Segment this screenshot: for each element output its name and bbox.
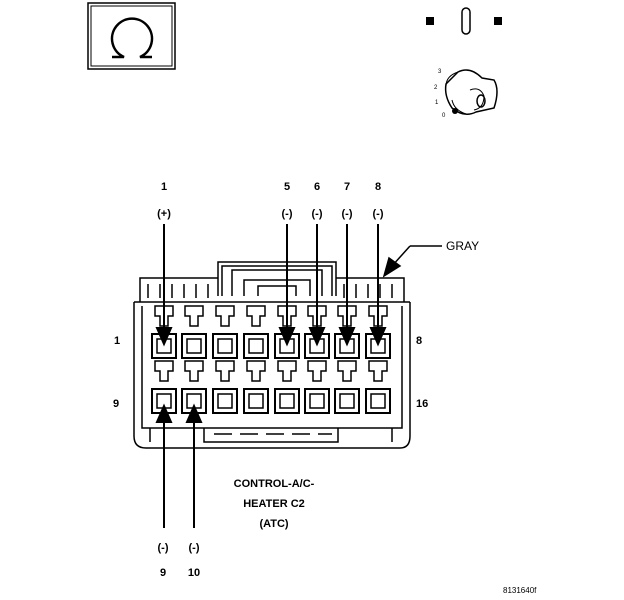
row-label-top-left: 1 (114, 335, 121, 347)
arrow-pin-10 (185, 403, 203, 528)
pin-number-1: 1 (160, 181, 168, 193)
ignition-position-2: 2 (434, 85, 438, 91)
row-label-bottom-right: 16 (416, 398, 429, 410)
cavity-15 (334, 360, 360, 414)
pin-number-5: 5 (283, 181, 291, 193)
row-label-top-right: 8 (416, 335, 423, 347)
cavity-grid (151, 305, 391, 414)
wire-color-leader (382, 245, 442, 278)
cavity-3 (212, 305, 238, 359)
arrow-pin-6 (308, 224, 326, 347)
pin-polarity-9: (-) (157, 542, 169, 554)
wire-color-label: GRAY (446, 239, 480, 253)
cavity-4 (243, 305, 269, 359)
pin-number-8: 8 (374, 181, 382, 193)
pin-number-10: 10 (187, 567, 201, 579)
ignition-switch-icon (426, 7, 502, 35)
cavity-16 (365, 360, 391, 414)
pin-polarity-10: (-) (188, 542, 200, 554)
connector-name: CONTROL-A/C- HEATER C2 (ATC) (234, 474, 315, 534)
pin-polarity-7: (-) (341, 208, 353, 220)
arrow-pin-5 (278, 224, 296, 347)
pin-polarity-1: (+) (157, 208, 171, 220)
arrow-pin-1 (155, 224, 173, 347)
arrow-pin-7 (338, 224, 356, 347)
figure-id: 8131640f (503, 586, 537, 595)
arrow-pin-8 (369, 224, 387, 347)
cavity-9 (151, 360, 177, 414)
cavity-11 (212, 360, 238, 414)
arrow-pin-9 (155, 403, 173, 528)
ohm-symbol-icon (87, 2, 176, 70)
cavity-2 (181, 305, 207, 359)
cavity-14 (304, 360, 330, 414)
pin-polarity-6: (-) (311, 208, 323, 220)
pin-number-7: 7 (343, 181, 351, 193)
connector-body (133, 261, 411, 449)
ignition-position-0: 0 (442, 113, 446, 119)
pin-polarity-8: (-) (372, 208, 384, 220)
connector-name-line-3: (ATC) (259, 518, 289, 530)
pin-number-6: 6 (313, 181, 321, 193)
ignition-position-3: 3 (438, 69, 442, 75)
ignition-key-icon (444, 69, 498, 115)
cavity-13 (274, 360, 300, 414)
connector-name-line-2: HEATER C2 (243, 498, 305, 510)
row-label-bottom-left: 9 (113, 398, 120, 410)
pin-number-9: 9 (159, 567, 167, 579)
pin-polarity-5: (-) (281, 208, 293, 220)
connector-name-line-1: CONTROL-A/C- (233, 478, 315, 490)
cavity-12 (243, 360, 269, 414)
ignition-position-1: 1 (435, 100, 439, 106)
pin-arrows (155, 224, 387, 528)
